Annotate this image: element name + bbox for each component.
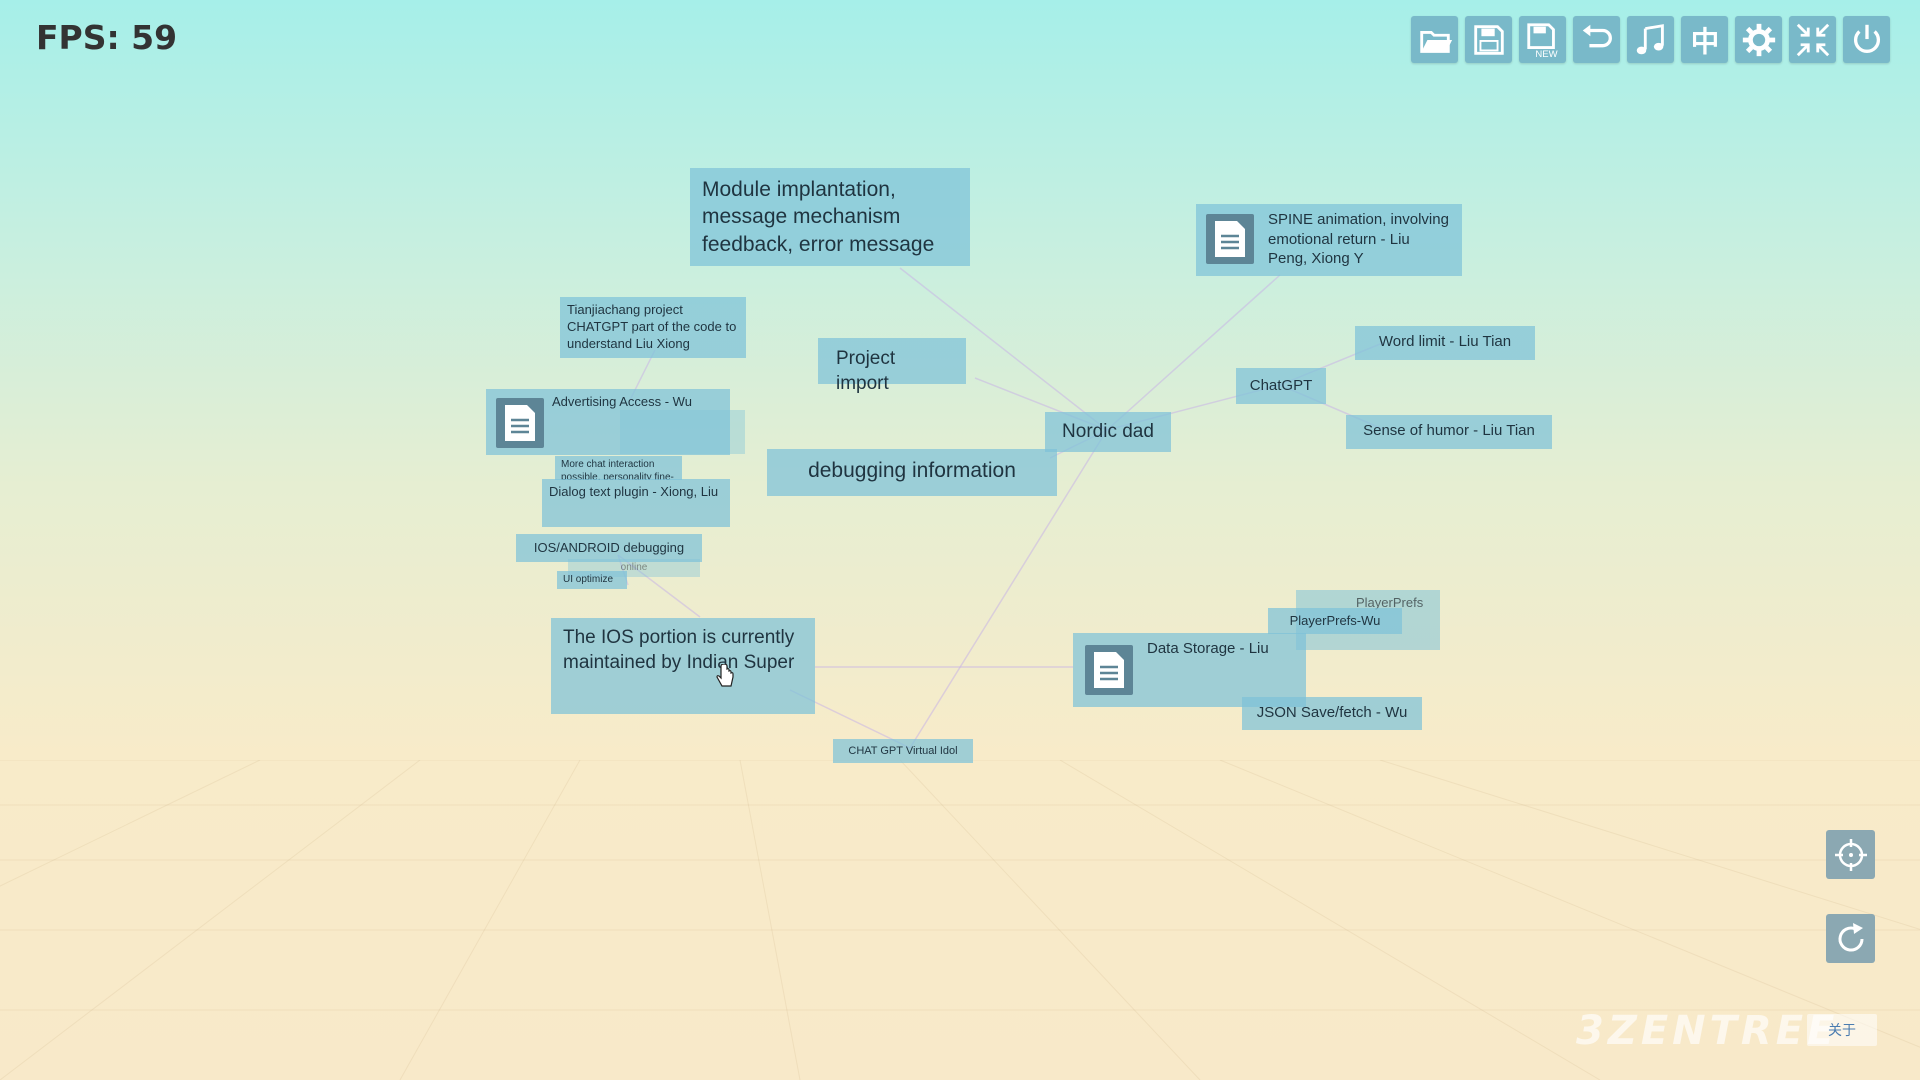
hand-cursor-icon bbox=[716, 664, 734, 687]
locate-button[interactable] bbox=[1826, 830, 1875, 879]
node-spine-label: SPINE animation, involving emotional ret… bbox=[1268, 211, 1449, 267]
music-button[interactable] bbox=[1627, 16, 1674, 63]
gear-icon bbox=[1742, 23, 1775, 56]
node-spine-animation[interactable]: SPINE animation, involving emotional ret… bbox=[1196, 204, 1462, 276]
node-dialog-text-plugin[interactable]: Dialog text plugin - Xiong, Liu bbox=[542, 479, 730, 527]
save-icon bbox=[1473, 24, 1504, 55]
save-button[interactable] bbox=[1465, 16, 1512, 63]
node-playerprefs-ghost-label: PlayerPrefs bbox=[1356, 595, 1424, 610]
node-tianjiachang[interactable]: Tianjiachang project CHATGPT part of the… bbox=[560, 297, 746, 358]
document-icon bbox=[1206, 214, 1254, 264]
node-advertising-label: Advertising Access - Wu bbox=[552, 394, 692, 409]
collapse-icon bbox=[1796, 23, 1829, 56]
node-debugging-information[interactable]: debugging information bbox=[767, 449, 1057, 496]
node-chatgpt[interactable]: ChatGPT bbox=[1236, 368, 1326, 404]
brand-logo: 3ZENTREE bbox=[1576, 1008, 1839, 1054]
node-data-storage[interactable]: Data Storage - Liu bbox=[1073, 633, 1306, 707]
undo-button[interactable] bbox=[1573, 16, 1620, 63]
node-playerprefs-wu[interactable]: PlayerPrefs-Wu bbox=[1268, 608, 1402, 634]
node-module-implantation[interactable]: Module implantation, message mechanism f… bbox=[690, 168, 970, 266]
node-project-import[interactable]: Project import bbox=[818, 338, 966, 394]
node-json-save-fetch[interactable]: JSON Save/fetch - Wu bbox=[1242, 697, 1422, 730]
node-sense-of-humor[interactable]: Sense of humor - Liu Tian bbox=[1346, 415, 1552, 449]
open-file-icon bbox=[1419, 30, 1452, 53]
node-ui-optimize[interactable]: UI optimize bbox=[557, 571, 627, 589]
save-new-icon: NEW bbox=[1526, 22, 1557, 59]
node-word-limit[interactable]: Word limit - Liu Tian bbox=[1355, 326, 1535, 360]
music-icon bbox=[1636, 23, 1664, 54]
toolbar: NEW 中 bbox=[1411, 16, 1890, 63]
save-new-button[interactable]: NEW bbox=[1519, 16, 1566, 63]
svg-text:NEW: NEW bbox=[1535, 49, 1557, 59]
settings-button[interactable] bbox=[1735, 16, 1782, 63]
language-button[interactable]: 中 bbox=[1681, 16, 1728, 63]
node-chat-gpt-virtual-idol[interactable]: CHAT GPT Virtual Idol bbox=[833, 739, 973, 763]
collapse-button[interactable] bbox=[1789, 16, 1836, 63]
language-icon: 中 bbox=[1690, 25, 1719, 58]
fps-counter: FPS: 59 bbox=[36, 18, 178, 57]
svg-text:中: 中 bbox=[1690, 25, 1719, 58]
node-nordic-dad[interactable]: Nordic dad bbox=[1045, 412, 1171, 452]
crosshair-icon bbox=[1834, 838, 1867, 871]
refresh-button[interactable] bbox=[1826, 914, 1875, 963]
node-more-chat[interactable]: More chat interaction possible, personal… bbox=[555, 456, 682, 480]
document-icon bbox=[496, 398, 544, 448]
about-button[interactable]: 关于 bbox=[1807, 1014, 1877, 1046]
power-icon bbox=[1853, 24, 1880, 53]
refresh-icon bbox=[1838, 922, 1864, 951]
undo-icon bbox=[1582, 24, 1612, 47]
node-data-storage-label: Data Storage - Liu bbox=[1147, 640, 1269, 657]
node-ios-portion[interactable]: The IOS portion is currently maintained … bbox=[551, 618, 815, 714]
document-icon bbox=[1085, 645, 1133, 695]
power-button[interactable] bbox=[1843, 16, 1890, 63]
node-advertising-access[interactable]: Advertising Access - Wu bbox=[486, 389, 730, 455]
node-ios-android-debugging[interactable]: IOS/ANDROID debugging bbox=[516, 534, 702, 562]
open-file-button[interactable] bbox=[1411, 16, 1458, 63]
